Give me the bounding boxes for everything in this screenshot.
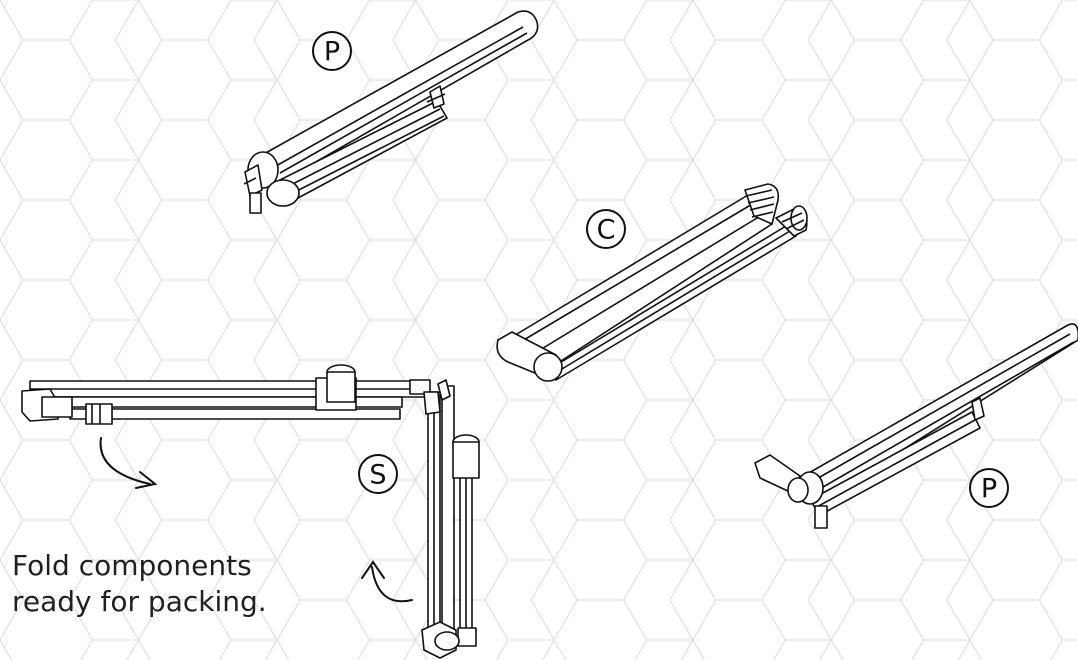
circled-letter-icon — [312, 31, 352, 71]
callout-s-middle-label: S — [369, 460, 386, 491]
callout-p-top-label: P — [324, 37, 340, 68]
component-p-right — [754, 323, 1078, 529]
curved-arrow-icon — [135, 471, 158, 489]
circled-letter-icon — [969, 468, 1009, 508]
callout-c-middle-label: C — [597, 215, 616, 246]
fold-arrows — [99, 437, 413, 603]
instruction-caption: Fold components ready for packing. — [12, 548, 267, 620]
component-s-folding — [21, 364, 480, 659]
callout-c-middle: C — [586, 209, 626, 249]
circled-letter-icon — [586, 209, 626, 249]
curved-arrow-icon — [99, 437, 151, 485]
callout-s-middle: S — [358, 454, 398, 494]
caption-line-1: Fold components — [12, 549, 252, 582]
callout-p-right-label: P — [981, 474, 997, 505]
circled-letter-icon — [358, 454, 398, 494]
curved-arrow-icon — [361, 560, 385, 579]
callout-p-right: P — [969, 468, 1009, 508]
component-c-middle — [496, 183, 808, 382]
caption-line-2: ready for packing. — [12, 585, 267, 618]
component-p-top — [243, 10, 539, 214]
callout-p-top: P — [312, 31, 352, 71]
curved-arrow-icon — [371, 566, 413, 603]
